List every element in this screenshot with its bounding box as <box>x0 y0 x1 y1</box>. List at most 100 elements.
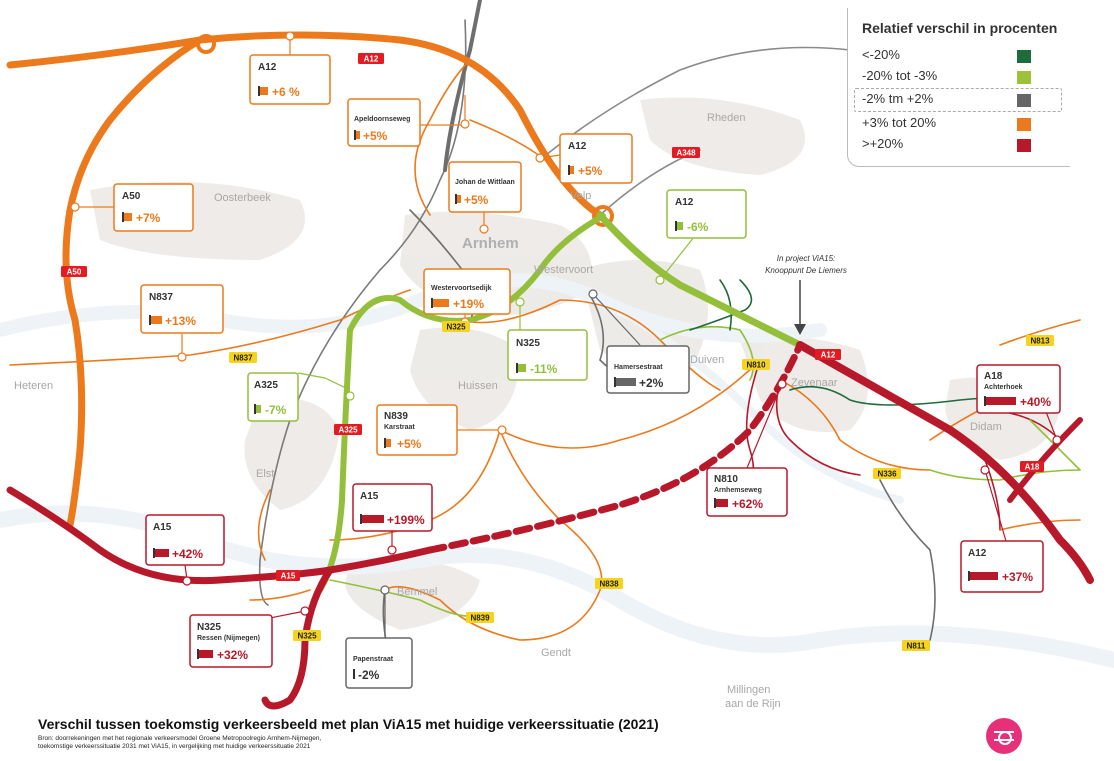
svg-text:+13%: +13% <box>165 314 196 328</box>
callout-n837: N837 +13% <box>140 284 224 334</box>
svg-text:A15: A15 <box>153 522 172 533</box>
road-shield: N813 <box>1026 335 1054 346</box>
place-name: Gendt <box>541 647 571 659</box>
svg-text:Knooppunt De Liemers: Knooppunt De Liemers <box>765 266 847 275</box>
legend-item: -20% tot -3% <box>860 67 1062 87</box>
callout-hamersestraat: Hamersestraat +2% <box>606 345 690 394</box>
svg-text:A18: A18 <box>1025 463 1040 472</box>
svg-text:N811: N811 <box>907 642 926 651</box>
road-shield: A12 <box>358 53 384 64</box>
road-shield: N838 <box>595 578 623 589</box>
svg-text:A15: A15 <box>281 572 296 581</box>
svg-text:A12: A12 <box>675 197 694 208</box>
callout-papenstraat: Papenstraat -2% <box>345 637 413 689</box>
road-shield: A50 <box>61 266 87 277</box>
svg-text:Apeldoornseweg: Apeldoornseweg <box>354 116 410 123</box>
place-name: Duiven <box>690 354 724 366</box>
road-shield: A18 <box>1020 461 1044 472</box>
svg-text:+42%: +42% <box>172 547 203 561</box>
callout-a15-west: A15 +42% <box>145 514 225 566</box>
svg-text:-7%: -7% <box>265 403 287 417</box>
svg-text:+62%: +62% <box>732 497 763 511</box>
callout-n810-arnhemseweg: N810 Arnhemseweg +62% <box>706 467 788 517</box>
legend-swatch <box>1017 71 1031 84</box>
place-name: Huissen <box>458 380 498 392</box>
svg-text:N838: N838 <box>599 580 619 589</box>
svg-text:N810: N810 <box>714 474 738 485</box>
callout-n325-north: N325 -11% <box>507 329 588 381</box>
place-name: Didam <box>970 421 1002 433</box>
road-shield: N839 <box>466 612 494 623</box>
svg-text:N810: N810 <box>746 361 766 370</box>
callout-westervoortsedijk: Westervoortsedijk +19% <box>423 268 511 315</box>
callout-a50: A50 +7% <box>113 183 194 232</box>
legend-item: >+20% <box>860 135 1062 155</box>
callout-n325-ressen: N325 Ressen (Nijmegen) +32% <box>189 614 273 668</box>
svg-text:N839: N839 <box>384 411 408 422</box>
legend-item-label: <-20% <box>862 47 900 62</box>
svg-text:+199%: +199% <box>387 513 425 527</box>
svg-text:Arnhemseweg: Arnhemseweg <box>714 487 762 494</box>
place-name: Bemmel <box>397 586 437 598</box>
svg-text:+2%: +2% <box>639 376 664 390</box>
place-name: Oosterbeek <box>214 192 271 204</box>
road-shields: A12 A50 A348 N837 N325 A325 N810 A12 N81… <box>61 53 1054 651</box>
legend-item-label: >+20% <box>862 136 904 151</box>
road-shield: N325 <box>442 321 470 332</box>
svg-text:+5%: +5% <box>397 437 422 451</box>
road-shield: N810 <box>742 359 770 370</box>
svg-text:A325: A325 <box>338 426 358 435</box>
legend-swatch <box>1017 139 1031 152</box>
svg-text:+37%: +37% <box>1002 570 1033 584</box>
place-name: Zevenaar <box>791 377 838 389</box>
callout-apeldoornseweg: Apeldoornseweg +5% <box>347 98 421 147</box>
legend: Relatief verschil in procenten <-20% -20… <box>847 8 1070 167</box>
svg-text:A12: A12 <box>364 55 379 64</box>
logo-icon <box>986 718 1022 754</box>
svg-text:+5%: +5% <box>578 164 603 178</box>
legend-item-label: -20% tot -3% <box>862 68 938 83</box>
svg-text:+5%: +5% <box>464 193 489 207</box>
svg-text:Westervoortsedijk: Westervoortsedijk <box>431 285 492 292</box>
svg-text:+19%: +19% <box>453 297 484 311</box>
place-name: Heteren <box>14 380 53 392</box>
svg-text:In project ViA15:: In project ViA15: <box>777 254 836 263</box>
source-line: Bron: doorrekeningen met het regionale v… <box>38 735 322 742</box>
legend-item: -2% tm +2% <box>854 88 1062 112</box>
svg-text:A50: A50 <box>67 268 82 277</box>
svg-text:A12: A12 <box>821 351 836 360</box>
svg-text:N839: N839 <box>470 614 490 623</box>
legend-item-label: +3% tot 20% <box>862 115 937 130</box>
legend-swatch <box>1017 118 1031 131</box>
place-name: Arnhem <box>462 235 519 252</box>
svg-text:-11%: -11% <box>530 362 558 376</box>
map-title: Verschil tussen toekomstig verkeersbeeld… <box>38 716 659 732</box>
svg-text:N325: N325 <box>446 323 466 332</box>
callout-a15-mid: A15 +199% <box>352 483 433 532</box>
svg-text:-6%: -6% <box>687 220 709 234</box>
place-name: aan de Rijn <box>725 698 781 710</box>
svg-text:N325: N325 <box>516 338 540 349</box>
svg-text:Achterhoek: Achterhoek <box>984 384 1023 391</box>
svg-text:N837: N837 <box>149 292 173 303</box>
road-shield: N325 <box>293 630 321 641</box>
legend-item: <-20% <box>860 46 1062 66</box>
svg-text:N325: N325 <box>197 622 221 633</box>
place-names: Oosterbeek Arnhem Westervoort Rheden Vel… <box>14 112 1002 710</box>
svg-text:+5%: +5% <box>363 129 388 143</box>
svg-text:Karstraat: Karstraat <box>384 424 415 431</box>
road-shield: N336 <box>873 468 901 479</box>
road-shield: A325 <box>334 424 362 435</box>
svg-text:A12: A12 <box>568 141 587 152</box>
place-name: Millingen <box>727 684 770 696</box>
legend-title: Relatief verschil in procenten <box>862 20 1058 36</box>
place-name: Velp <box>570 190 591 202</box>
callout-a18-achterhoek: A18 Achterhoek +40% <box>976 364 1061 414</box>
road-shield: A15 <box>276 570 300 581</box>
project-annotation: In project ViA15: Knooppunt De Liemers <box>765 254 847 335</box>
svg-text:A325: A325 <box>254 380 278 391</box>
svg-text:N837: N837 <box>233 354 253 363</box>
svg-text:+6 %: +6 % <box>272 85 300 99</box>
svg-text:Papenstraat: Papenstraat <box>353 656 394 663</box>
main-roads <box>6 31 1094 710</box>
